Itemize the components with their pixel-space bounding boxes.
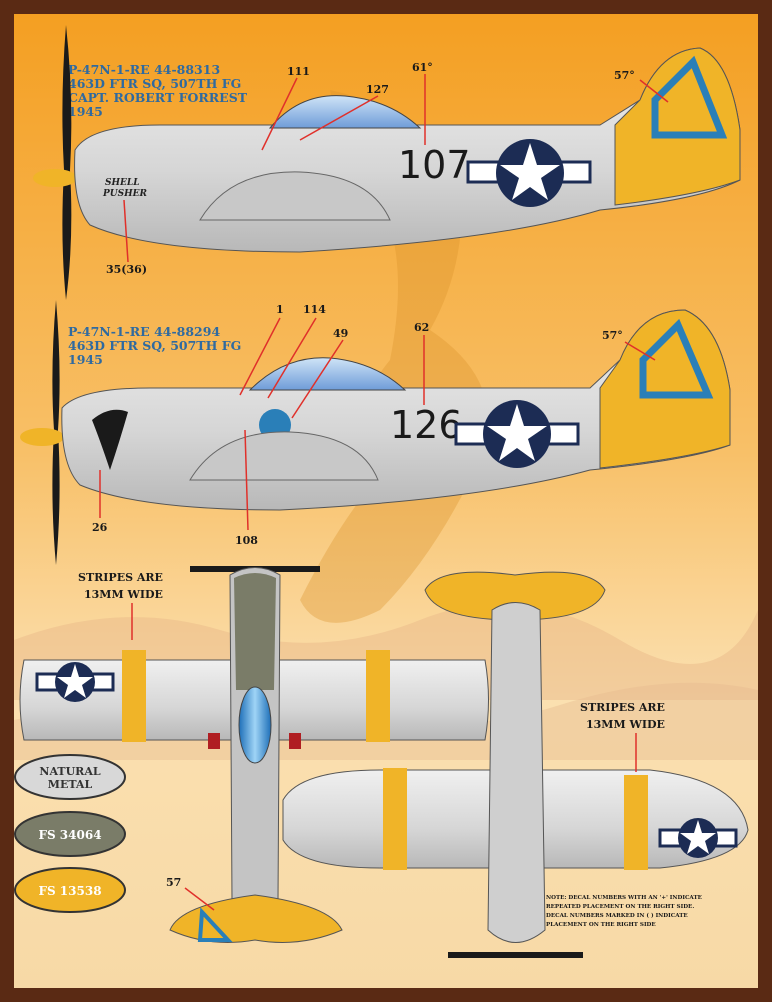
swatch-label: NATURAL [39, 765, 100, 778]
aircraft-2-profile: P-47N-1-RE 44-88294 463D FTR SQ, 507TH F… [20, 300, 731, 565]
top-view: STRIPES ARE 13MM WIDE 57 [19, 566, 489, 943]
aircraft-1-title-line: CAPT. ROBERT FORREST [68, 90, 248, 105]
note-line: REPEATED PLACEMENT ON THE RIGHT SIDE. [546, 904, 694, 910]
callout-label: 127 [366, 83, 389, 96]
aircraft-2-title-line: 463D FTR SQ, 507TH FG [68, 338, 241, 353]
hills [14, 682, 758, 760]
propeller [448, 952, 583, 958]
wing-stripe [122, 650, 146, 742]
stripe-note: STRIPES ARE [580, 701, 665, 714]
aircraft-1-title-line: 1945 [68, 104, 103, 119]
wing-marking [289, 733, 301, 749]
fuselage-number: 107 [398, 143, 471, 187]
swatch-natural-metal [14, 754, 126, 800]
swatch-label: FS 34064 [38, 828, 101, 842]
swatch-fs13538 [14, 867, 126, 913]
swatch-label: METAL [48, 778, 93, 791]
nose-art-text: SHELL [105, 178, 140, 188]
wing-stripe [624, 775, 648, 870]
wing-root [199, 171, 391, 221]
callout-label: 49 [333, 327, 348, 340]
callout-label: 1 [276, 303, 284, 316]
note-line: DECAL NUMBERS MARKED IN ( ) INDICATE [546, 912, 688, 919]
wing-stripe [366, 650, 390, 742]
callout-label: 62 [414, 321, 429, 334]
callout-label: 111 [287, 65, 310, 78]
nose-art-figure [92, 409, 128, 470]
canopy [268, 95, 422, 129]
spinner [20, 428, 64, 446]
canopy [248, 357, 407, 391]
aircraft-1-title-line: 463D FTR SQ, 507TH FG [68, 76, 241, 91]
callout-label: 57° [602, 329, 623, 342]
decal-note: NOTE: DECAL NUMBERS WITH AN '+' INDICATE… [546, 895, 702, 928]
insignia-star [57, 664, 93, 698]
spinner [33, 169, 77, 187]
canopy [238, 686, 272, 764]
callout-label: 26 [92, 521, 108, 534]
callout-label: 35(36) [106, 263, 147, 276]
aircraft-1-profile: P-47N-1-RE 44-88313 463D FTR SQ, 507TH F… [33, 25, 741, 300]
stripe-note: STRIPES ARE [78, 571, 163, 584]
aircraft-1-title-line: P-47N-1-RE 44-88313 [68, 62, 220, 77]
propeller [62, 25, 72, 300]
color-swatches: NATURAL METAL FS 34064 FS 13538 [14, 754, 126, 913]
callout-label: 108 [235, 534, 258, 547]
wing-stripe [383, 768, 407, 870]
aircraft-2-title-line: P-47N-1-RE 44-88294 [68, 324, 220, 339]
swatch-fs34064 [14, 811, 126, 857]
fuselage [487, 602, 546, 943]
callout-label: 61° [412, 61, 433, 74]
tailplane [424, 571, 606, 621]
tail-yellow [599, 309, 731, 469]
stripe-note: 13MM WIDE [84, 588, 163, 601]
note-line: NOTE: DECAL NUMBERS WITH AN '+' INDICATE [546, 895, 702, 901]
stripe-note: 13MM WIDE [586, 718, 665, 731]
fuselage-number: 126 [390, 403, 463, 447]
note-line: PLACEMENT ON THE RIGHT SIDE [546, 922, 656, 928]
wing-marking [208, 733, 220, 749]
callout-label: 114 [303, 303, 326, 316]
anti-glare-panel [234, 573, 276, 690]
insignia-star [500, 143, 560, 200]
insignia-star [487, 404, 547, 461]
tailplane [169, 894, 343, 943]
nose-art-text: PUSHER [102, 189, 147, 199]
callout-label: 57 [166, 876, 181, 889]
callout-label: 57° [614, 69, 635, 82]
insignia-star [680, 820, 716, 854]
aircraft-2-title-line: 1945 [68, 352, 103, 367]
bottom-view: STRIPES ARE 13MM WIDE [282, 571, 749, 958]
wing-root [189, 431, 379, 481]
tail-triangle [197, 907, 233, 942]
tail-triangle [639, 318, 714, 399]
swatch-label: FS 13538 [38, 884, 101, 898]
tail-yellow [614, 47, 741, 206]
tail-triangle [651, 55, 728, 139]
